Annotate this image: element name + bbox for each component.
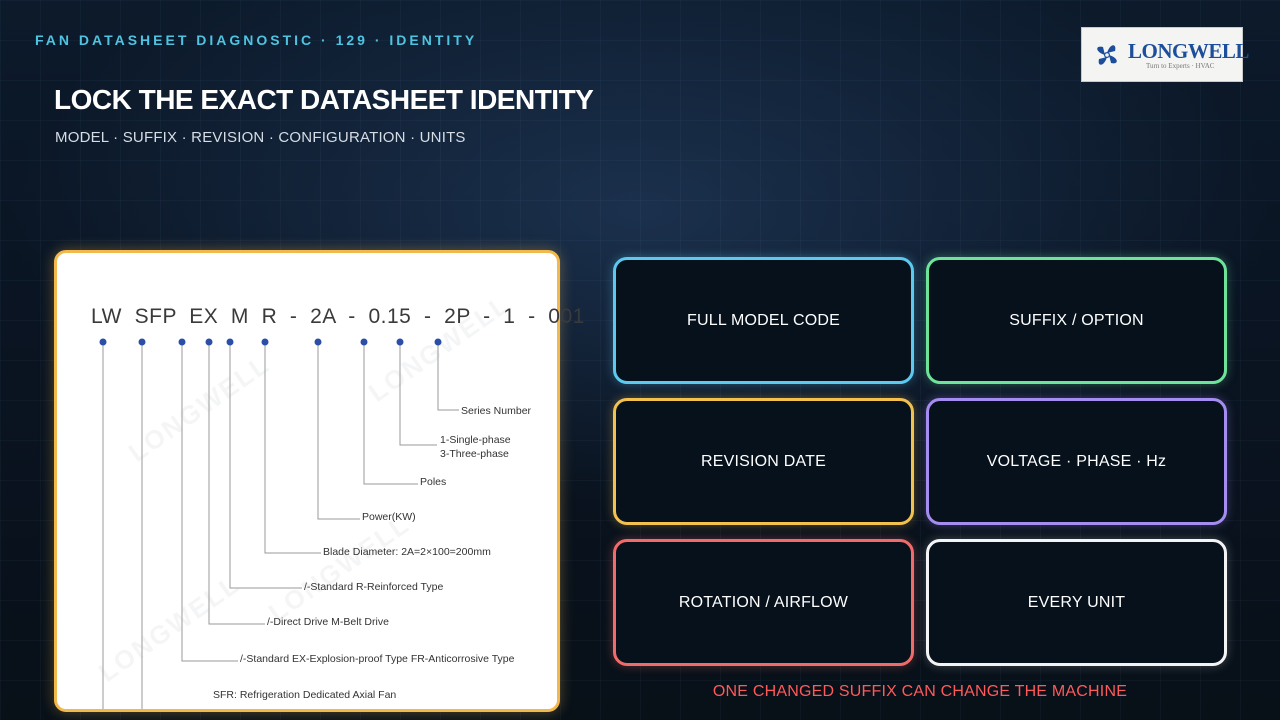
- label-explosion-proof: /-Standard EX-Explosion-proof Type FR-An…: [240, 653, 515, 665]
- logo-brand: LONGWELL: [1128, 38, 1249, 63]
- code-dot: [138, 338, 146, 346]
- model-code-string: LW SFP EX M R - 2A - 0.15 - 2P - 1 - 001: [91, 305, 585, 328]
- label-blade-diameter: Blade Diameter: 2A=2×100=200mm: [323, 546, 491, 558]
- label-reinforced: /-Standard R-Reinforced Type: [304, 581, 444, 593]
- label-three-phase: 3-Three-phase: [440, 448, 509, 460]
- tile-rotation-airflow[interactable]: ROTATION / AIRFLOW: [613, 539, 914, 666]
- label-single-phase: 1-Single-phase: [440, 434, 511, 446]
- code-dot: [360, 338, 368, 346]
- code-dot: [226, 338, 234, 346]
- label-drive: /-Direct Drive M-Belt Drive: [267, 616, 389, 628]
- model-code-callout-lines: [99, 338, 459, 709]
- code-dot: [434, 338, 442, 346]
- datasheet-model-code-panel: LONGWELL LONGWELL LONGWELL LONGWELL LW S…: [54, 250, 584, 712]
- label-power: Power(KW): [362, 511, 416, 523]
- page-title: LOCK THE EXACT DATASHEET IDENTITY: [54, 84, 594, 115]
- logo-tagline: Turn to Experts · HVAC: [1146, 61, 1215, 70]
- tile-revision-date[interactable]: REVISION DATE: [613, 398, 914, 525]
- code-dot: [205, 338, 213, 346]
- eyebrow-label: FAN DATASHEET DIAGNOSTIC · 129 · IDENTIT…: [35, 32, 478, 48]
- code-dot: [261, 338, 269, 346]
- page-subtitle: MODEL · SUFFIX · REVISION · CONFIGURATIO…: [55, 129, 466, 146]
- code-dot: [178, 338, 186, 346]
- label-sfr: SFR: Refrigeration Dedicated Axial Fan: [213, 689, 397, 701]
- tile-voltage-phase-hz[interactable]: VOLTAGE · PHASE · Hz: [926, 398, 1227, 525]
- label-series-number: Series Number: [461, 405, 532, 417]
- warning-caption: ONE CHANGED SUFFIX CAN CHANGE THE MACHIN…: [712, 683, 1128, 700]
- code-dot: [314, 338, 322, 346]
- label-poles: Poles: [420, 476, 447, 488]
- code-dot: [396, 338, 404, 346]
- fan-blades-icon: [1097, 44, 1117, 65]
- tile-full-model-code[interactable]: FULL MODEL CODE: [613, 257, 914, 384]
- longwell-logo: LONGWELL Turn to Experts · HVAC: [1081, 27, 1249, 82]
- tile-suffix-option[interactable]: SUFFIX / OPTION: [926, 257, 1227, 384]
- code-dot: [99, 338, 107, 346]
- tile-every-unit[interactable]: EVERY UNIT: [926, 539, 1227, 666]
